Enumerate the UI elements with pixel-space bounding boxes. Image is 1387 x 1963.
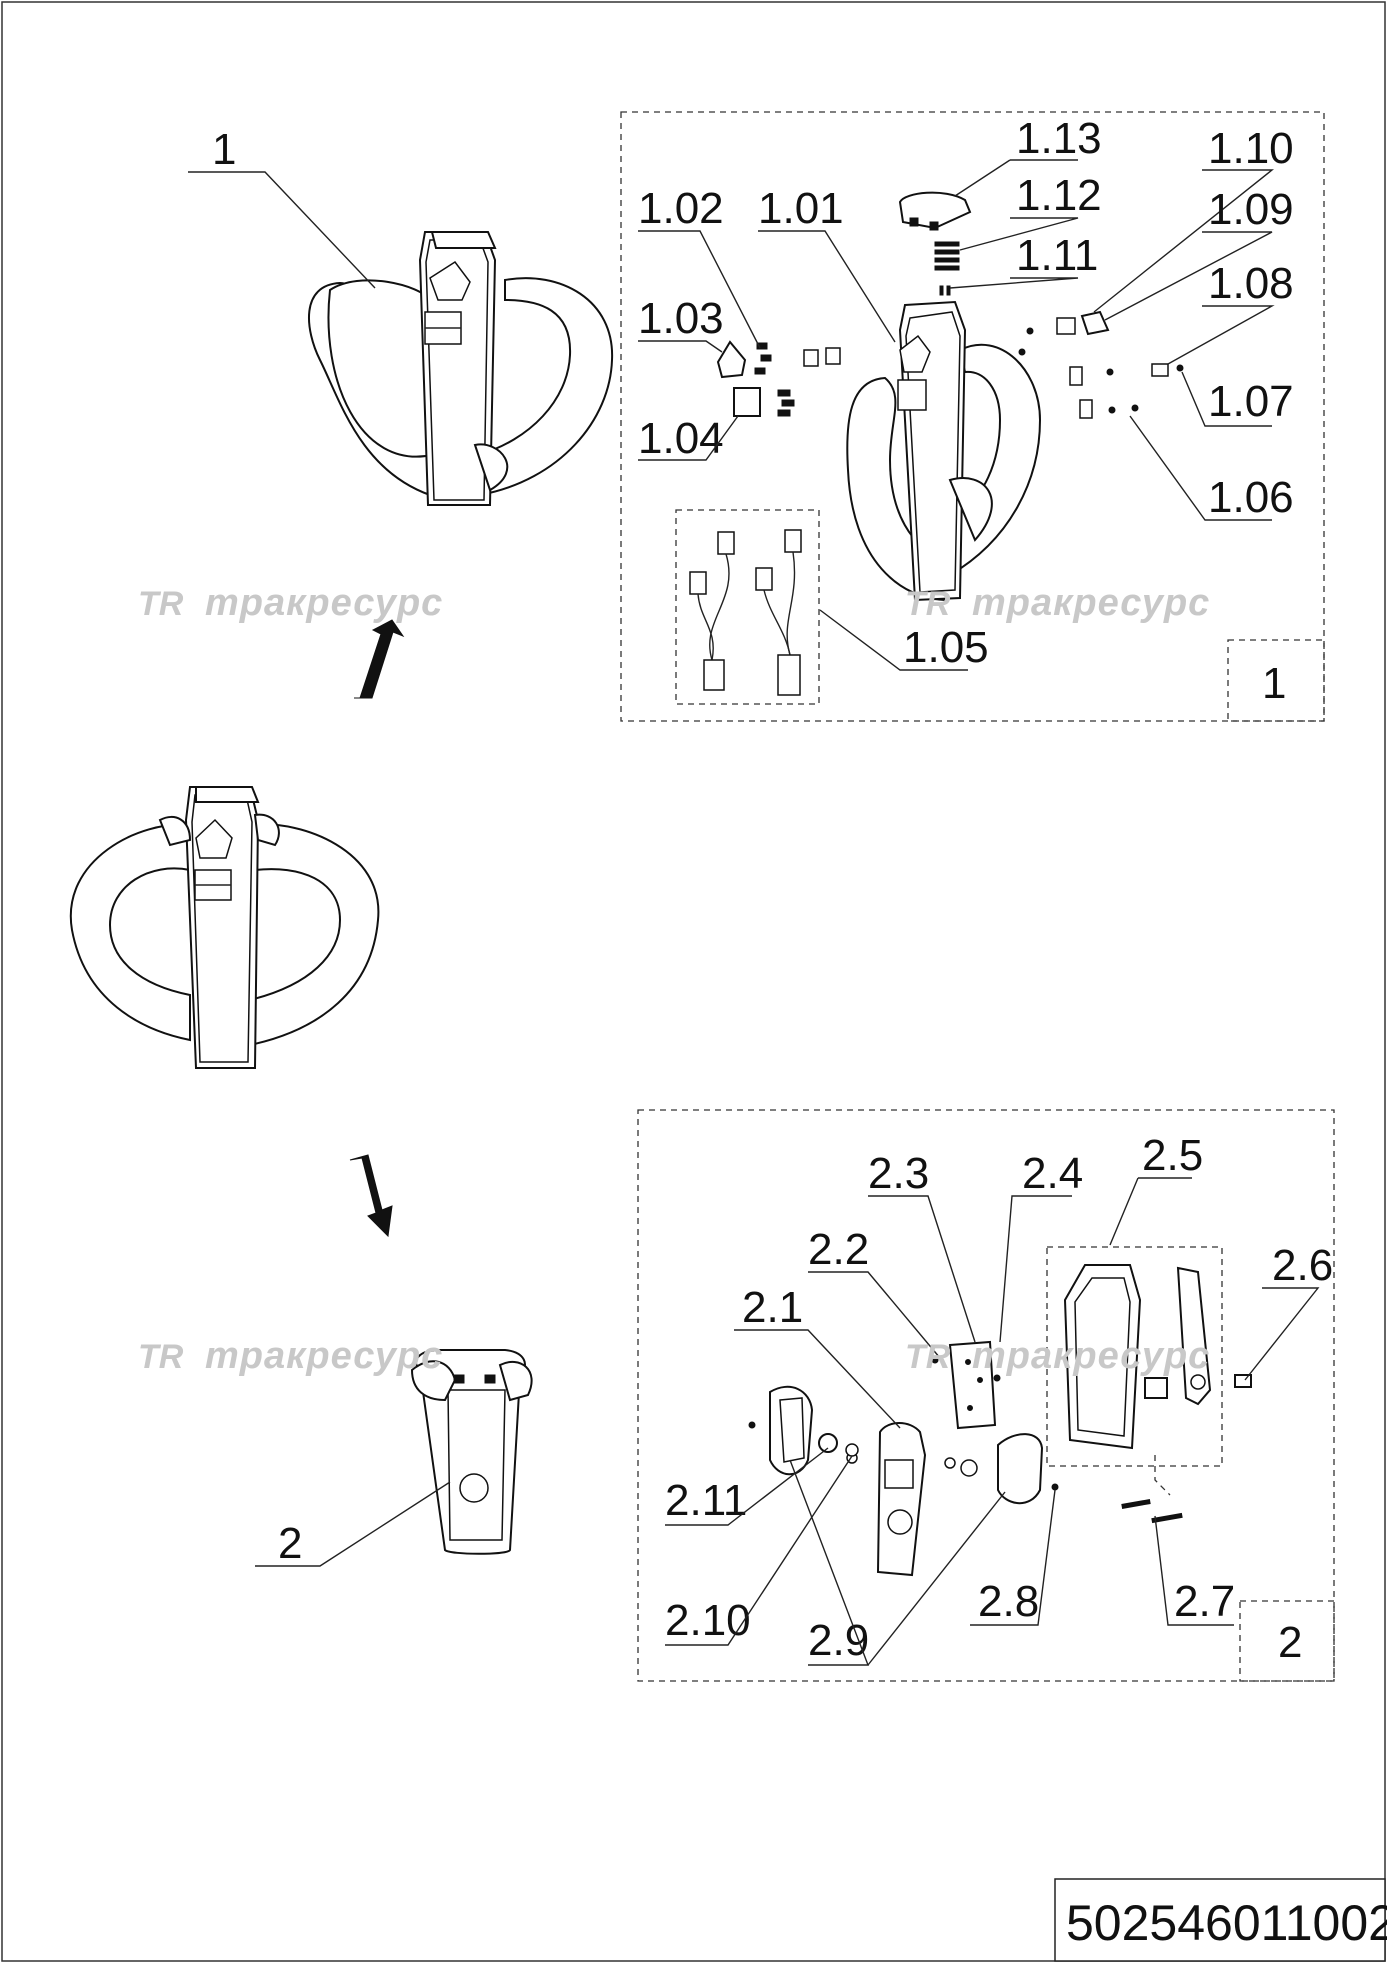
callout-2-2: 2.2 — [808, 1225, 869, 1274]
document-number-box — [1054, 1878, 1386, 1962]
callout-1-04: 1.04 — [638, 414, 724, 463]
panel-1-id: 1 — [1262, 659, 1286, 708]
handle-assembly-top — [308, 231, 614, 506]
callout-1-01: 1.01 — [758, 184, 844, 233]
watermark-3: TR тракресурс — [138, 1335, 443, 1377]
panel-2: 2 2.5 — [637, 1109, 1335, 1682]
spring-icon — [934, 241, 960, 271]
watermark-logo: TR — [138, 585, 184, 623]
arrow-up-icon — [354, 619, 405, 699]
callout-2-10: 2.10 — [665, 1596, 751, 1645]
callout-1: 1 — [212, 125, 236, 174]
watermark-text: тракресурс — [972, 1335, 1210, 1377]
callout-1-09: 1.09 — [1208, 185, 1294, 234]
arrow-down-icon — [349, 1154, 393, 1238]
watermark-text: тракресурс — [972, 582, 1210, 624]
watermark-1: TR тракресурс — [138, 582, 443, 624]
wire-harness-icon — [689, 529, 802, 696]
panel-2-id: 2 — [1278, 1618, 1302, 1667]
callout-1-11: 1.11 — [1016, 231, 1098, 280]
callout-2-11: 2.11 — [665, 1476, 747, 1525]
callout-1-06: 1.06 — [1208, 473, 1294, 522]
callout-2-5: 2.5 — [1142, 1131, 1203, 1180]
document-number: 502546011002 — [1066, 1895, 1387, 1951]
watermark-logo: TR — [905, 1338, 951, 1376]
callout-1-02: 1.02 — [638, 184, 724, 233]
callout-2: 2 — [278, 1519, 302, 1568]
callout-1-12: 1.12 — [1016, 171, 1102, 220]
callout-1-08: 1.08 — [1208, 259, 1294, 308]
panel-1: 1 — [620, 111, 1325, 722]
leader-1 — [188, 171, 376, 289]
callout-1-10: 1.10 — [1208, 124, 1294, 173]
handle-assembly-middle — [69, 786, 380, 1069]
callout-2-8: 2.8 — [978, 1577, 1039, 1626]
callout-2-1: 2.1 — [742, 1283, 803, 1332]
watermark-4: TR тракресурс — [905, 1335, 1210, 1377]
callout-1-05: 1.05 — [903, 623, 989, 672]
callout-2-7: 2.7 — [1174, 1577, 1235, 1626]
callout-2-6: 2.6 — [1272, 1241, 1333, 1290]
controller-assembly — [410, 1349, 533, 1555]
watermark-logo: TR — [138, 1338, 184, 1376]
callout-1-03: 1.03 — [638, 294, 724, 343]
callout-2-4: 2.4 — [1022, 1149, 1083, 1198]
leader-2 — [255, 1481, 451, 1567]
watermark-logo: TR — [905, 585, 951, 623]
watermark-text: тракресурс — [205, 582, 443, 624]
callout-1-07: 1.07 — [1208, 377, 1294, 426]
callout-1-13: 1.13 — [1016, 114, 1102, 163]
callout-2-9: 2.9 — [808, 1616, 869, 1665]
callout-2-3: 2.3 — [868, 1149, 929, 1198]
watermark-2: TR тракресурс — [905, 582, 1210, 624]
watermark-text: тракресурс — [205, 1335, 443, 1377]
